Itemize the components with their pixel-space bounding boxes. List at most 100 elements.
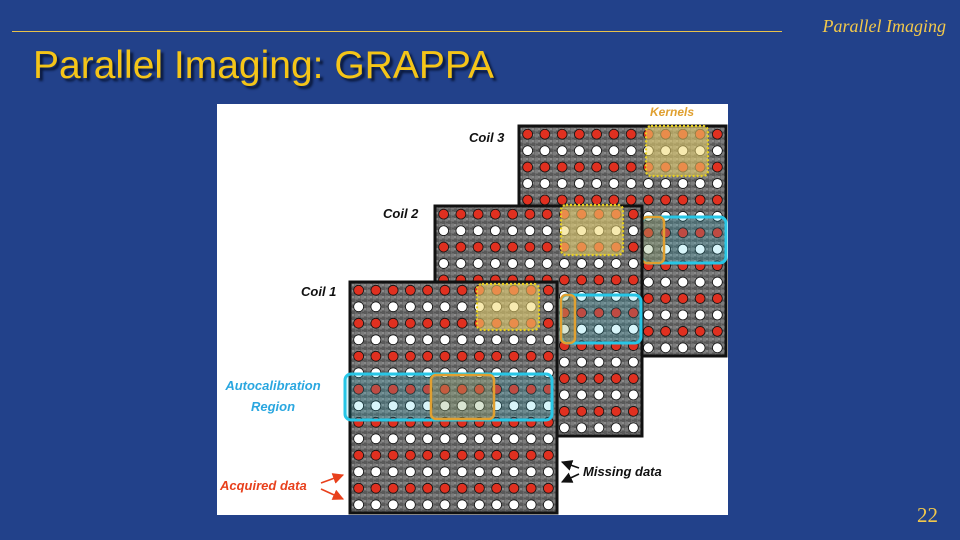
coil-3-missing-dot [677, 276, 689, 288]
coil-1-missing-dot [456, 400, 468, 412]
coil-1-acquired-dot [525, 449, 537, 461]
coil-1-missing-dot [456, 301, 468, 313]
coil-1-missing-dot [439, 301, 451, 313]
grappa-figure: Coil 3 Coil 2 Coil 1 Kernels Autocalibra… [217, 104, 728, 515]
coil-1-acquired-dot [353, 449, 364, 461]
coil-1-missing-dot [543, 466, 554, 478]
coil-1-acquired-dot [439, 383, 451, 395]
coil-2-missing-dot [628, 258, 639, 269]
coil-1-acquired-dot [525, 482, 537, 494]
coil-1-missing-dot [491, 499, 502, 511]
coil-3-kernel [644, 124, 710, 178]
coil-1-missing-dot [405, 433, 416, 445]
coil-1-missing-dot [422, 466, 433, 478]
coil-1-missing-dot [525, 433, 537, 445]
coil-3-missing-dot [712, 145, 723, 156]
coil-1-acquired-dot [525, 383, 537, 395]
coil-1-acquired-dot [370, 317, 382, 329]
coil-3-missing-dot [574, 178, 585, 189]
coil-1-acquired-dot [456, 284, 468, 296]
coil-3-missing-dot [694, 276, 706, 288]
coil-2-acquired-dot [628, 241, 639, 253]
coil-1-missing-dot [439, 400, 451, 412]
coil-1-missing-dot [491, 334, 502, 346]
coil-3-missing-dot [677, 309, 689, 321]
coil-1-acquired-dot [405, 350, 416, 362]
coil-2-acquired-dot [524, 208, 536, 220]
coil-2-acquired-dot [610, 307, 622, 319]
coil-1-missing-dot [387, 301, 399, 313]
coil-2-acquired-dot [576, 274, 587, 286]
coil-3-acquired-dot [539, 194, 551, 206]
coil-1-missing-dot [387, 499, 399, 511]
coil-3-acquired-dot [556, 161, 568, 173]
coil-1-acquired-dot [422, 482, 433, 494]
coil-1-missing-dot [422, 301, 433, 313]
coil-1-missing-dot [422, 499, 433, 511]
coil-3-acquired-dot [556, 128, 568, 140]
coil-2-acquired-dot [490, 241, 501, 253]
coil-1-missing-dot [508, 334, 520, 346]
coil-1-acquired-dot [405, 284, 416, 296]
coil-2-missing-dot [628, 422, 639, 434]
coil-1-missing-dot [387, 400, 399, 412]
coil-1-acquired-dot [439, 317, 451, 329]
slide-title: Parallel Imaging: GRAPPA [33, 44, 494, 87]
coil-1-missing-dot [456, 433, 468, 445]
coil-2-missing-dot [559, 389, 570, 401]
coil-3-acquired-dot [574, 161, 585, 173]
coil-1-acquired-dot [422, 350, 433, 362]
coil-2-missing-dot [541, 225, 553, 236]
coil-1-missing-dot [387, 466, 399, 478]
coil-2-acquired-dot [541, 208, 553, 220]
acquired-data-arrow-lower [320, 488, 345, 500]
page-number: 22 [917, 503, 938, 527]
coil-3-missing-dot [712, 243, 723, 255]
coil-1-missing-dot [422, 433, 433, 445]
coil-1-acquired-dot [353, 284, 364, 296]
coil-1-missing-dot [508, 433, 520, 445]
coil-1-missing-dot [508, 466, 520, 478]
coil-3-acquired-dot [677, 293, 689, 304]
coil-1-acquired-dot [508, 449, 520, 461]
coil-2-missing-dot [576, 356, 587, 368]
coil-1-missing-dot [439, 433, 451, 445]
coil-1-acquired-dot [353, 383, 364, 395]
coil-2-missing-dot [559, 258, 570, 269]
coil-3-acquired-dot [712, 227, 723, 239]
coil-3-acquired-dot [625, 194, 637, 206]
coil-2-acquired-dot [628, 307, 639, 319]
coil-1-missing-dot [474, 400, 485, 412]
coil-3-acquired-dot [625, 161, 637, 173]
coil-2-acs-kernel [559, 293, 577, 345]
coil-2-missing-dot [472, 225, 484, 236]
coil-3-acquired-dot [522, 128, 533, 140]
coil-3-acquired-dot [522, 161, 533, 173]
coil-1-missing-dot [353, 400, 364, 412]
coil-3-acquired-dot [539, 161, 551, 173]
coil-3-acquired-dot [643, 194, 654, 206]
coil-1-acquired-dot [525, 350, 537, 362]
coil-2-missing-dot [559, 356, 570, 368]
coil-1-acquired-dot [405, 449, 416, 461]
coil-3-acquired-dot [694, 194, 706, 206]
coil-3-acquired-dot [608, 161, 620, 173]
coil-3-missing-dot [625, 145, 637, 156]
coil-1-grid [343, 280, 559, 515]
coil-1-acquired-dot [370, 482, 382, 494]
coil-3-missing-dot [643, 309, 654, 321]
coil-2-missing-dot [438, 225, 449, 236]
coil-1-missing-dot [405, 334, 416, 346]
coil-3-missing-dot [712, 309, 723, 321]
coil-2-acquired-dot [610, 274, 622, 286]
coil-3-missing-dot [694, 309, 706, 321]
coil-3-missing-dot [643, 276, 654, 288]
coil-1-missing-dot [525, 400, 537, 412]
coil-1-missing-dot [370, 466, 382, 478]
coil-3-acs-kernel [640, 215, 666, 265]
coil-2-acquired-dot [576, 373, 587, 384]
coil-3-missing-dot [677, 342, 689, 354]
coil-2-acquired-dot [438, 208, 449, 220]
coil-1-acquired-dot [439, 350, 451, 362]
coil-2-missing-dot [628, 389, 639, 401]
